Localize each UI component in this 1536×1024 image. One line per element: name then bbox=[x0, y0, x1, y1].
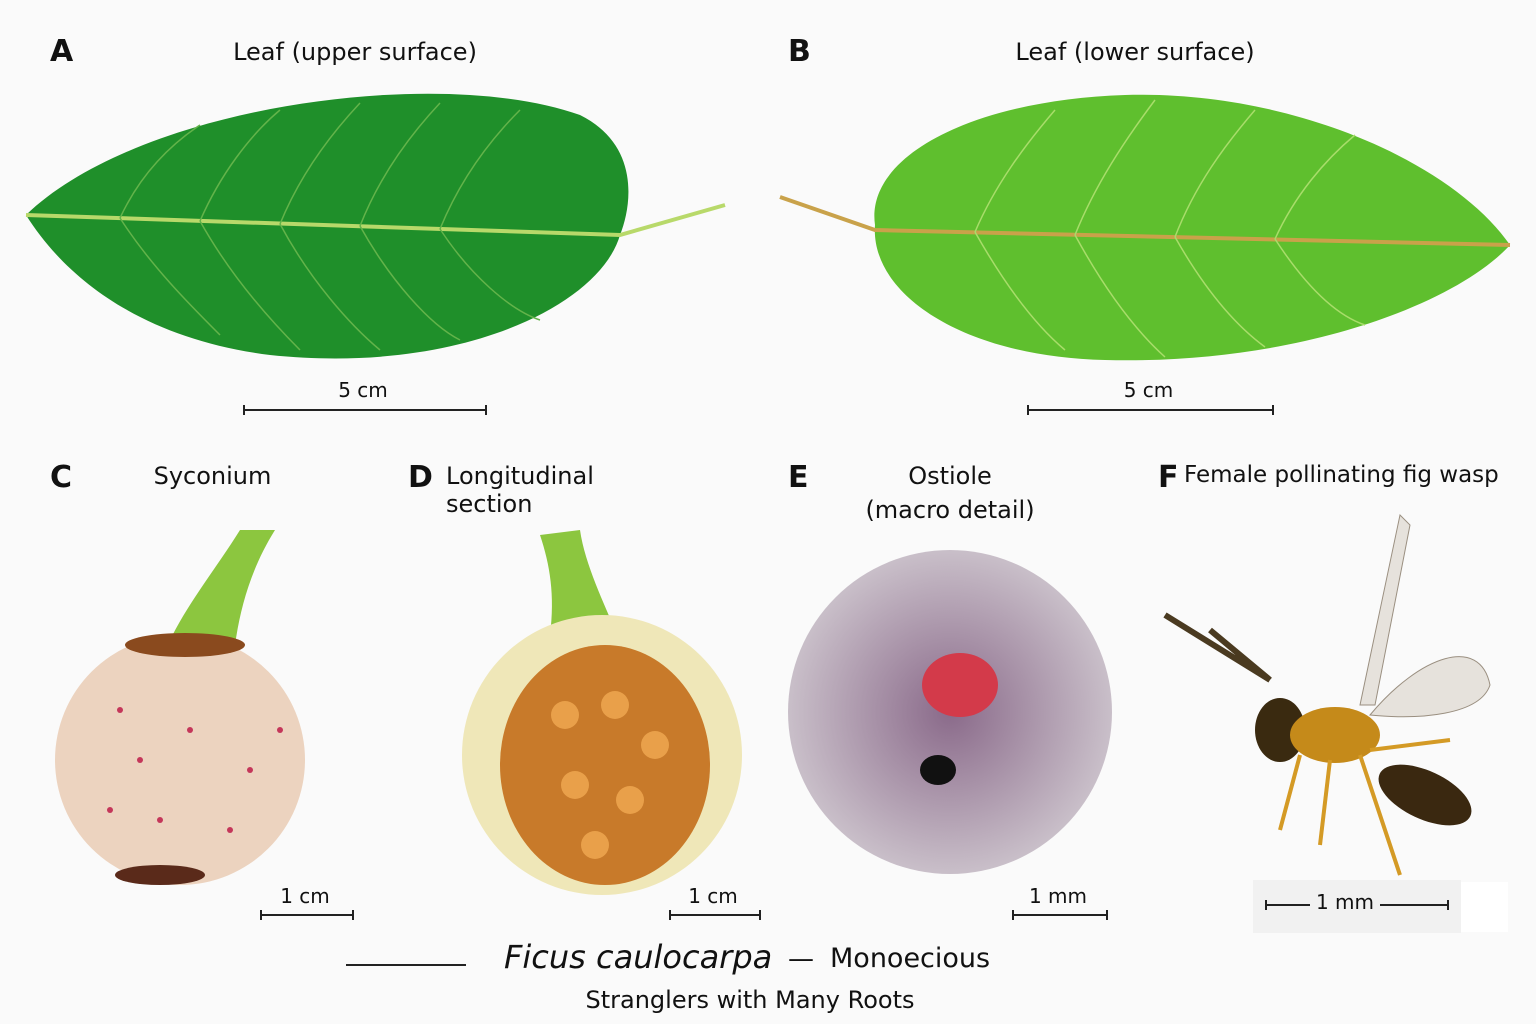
scale-label-f: 1 mm bbox=[1310, 890, 1380, 914]
caption-rule bbox=[346, 964, 466, 966]
scale-bar-a bbox=[243, 405, 487, 415]
panel-letter-f: F bbox=[1158, 460, 1179, 495]
scale-label-e: 1 mm bbox=[1028, 884, 1088, 908]
panel-letter-b: B bbox=[788, 34, 811, 69]
panel-letter-d: D bbox=[408, 460, 433, 495]
panel-letter-a: A bbox=[50, 34, 74, 69]
scale-bar-e bbox=[1012, 910, 1108, 920]
panel-title-d: Longitudinal section bbox=[446, 462, 594, 518]
leaf-lower-image bbox=[779, 94, 1511, 361]
white-patch bbox=[1461, 882, 1508, 932]
panel-title-e-line1: Ostiole bbox=[908, 462, 992, 490]
scale-label-a: 5 cm bbox=[338, 378, 388, 402]
panel-title-a: Leaf (upper surface) bbox=[233, 38, 477, 66]
syconium-image bbox=[55, 530, 305, 885]
panel-title-c: Syconium bbox=[153, 462, 272, 490]
scale-label-c: 1 cm bbox=[280, 884, 330, 908]
panel-letter-e: E bbox=[788, 460, 809, 495]
scale-bar-b bbox=[1027, 405, 1274, 415]
leaf-upper-image bbox=[25, 93, 726, 359]
panel-title-b: Leaf (lower surface) bbox=[1015, 38, 1255, 66]
section-image bbox=[462, 530, 742, 895]
caption-dash: — bbox=[788, 944, 814, 974]
panel-title-e-line2: (macro detail) bbox=[865, 496, 1035, 524]
species-name: Ficus caulocarpa bbox=[504, 938, 773, 976]
panel-title-f: Female pollinating fig wasp bbox=[1184, 462, 1499, 488]
wasp-image bbox=[1163, 513, 1491, 876]
panel-letter-c: C bbox=[50, 460, 73, 495]
scale-label-b: 5 cm bbox=[1123, 378, 1174, 402]
scale-label-d: 1 cm bbox=[688, 884, 738, 908]
caption-subtitle: Stranglers with Many Roots bbox=[585, 986, 915, 1014]
scale-bar-d bbox=[669, 910, 761, 920]
ostiole-image bbox=[788, 550, 1112, 874]
scale-bar-c bbox=[260, 910, 354, 920]
sex-system: Monoecious bbox=[830, 943, 991, 974]
